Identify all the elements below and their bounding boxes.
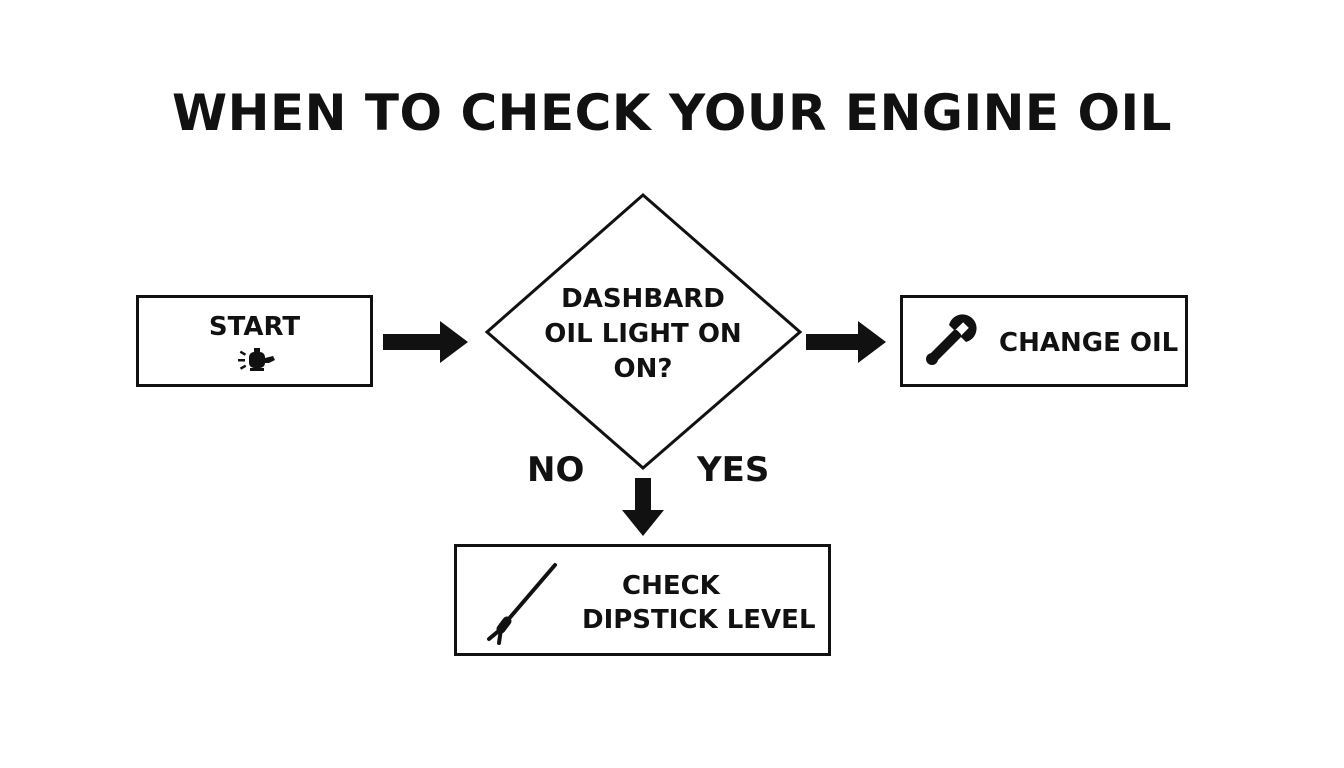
change-oil-node: CHANGE OIL — [900, 295, 1188, 387]
decision-line-2: OIL LIGHT ON — [544, 319, 742, 349]
decision-line-3: ON? — [613, 354, 673, 384]
arrow-decision-to-change-oil — [806, 321, 886, 363]
dipstick-line-1: CHECK — [622, 571, 720, 601]
check-dipstick-node: CHECK DIPSTICK LEVEL — [454, 544, 831, 656]
decision-line-1: DASHBARD — [561, 284, 725, 314]
branch-no-label: NO — [527, 450, 585, 490]
decision-diamond — [484, 193, 803, 470]
wrench-icon — [926, 314, 977, 365]
branch-yes-label: YES — [697, 450, 770, 490]
change-oil-label: CHANGE OIL — [999, 328, 1179, 358]
diagram-title: WHEN TO CHECK YOUR ENGINE OIL — [172, 84, 1172, 142]
dipstick-icon — [487, 563, 557, 645]
dipstick-line-2: DIPSTICK LEVEL — [582, 605, 816, 635]
oil-can-icon — [238, 348, 275, 371]
start-label: START — [208, 312, 301, 342]
arrow-decision-to-dipstick — [622, 478, 664, 536]
start-node: START — [136, 295, 373, 387]
arrow-start-to-decision — [383, 321, 468, 363]
